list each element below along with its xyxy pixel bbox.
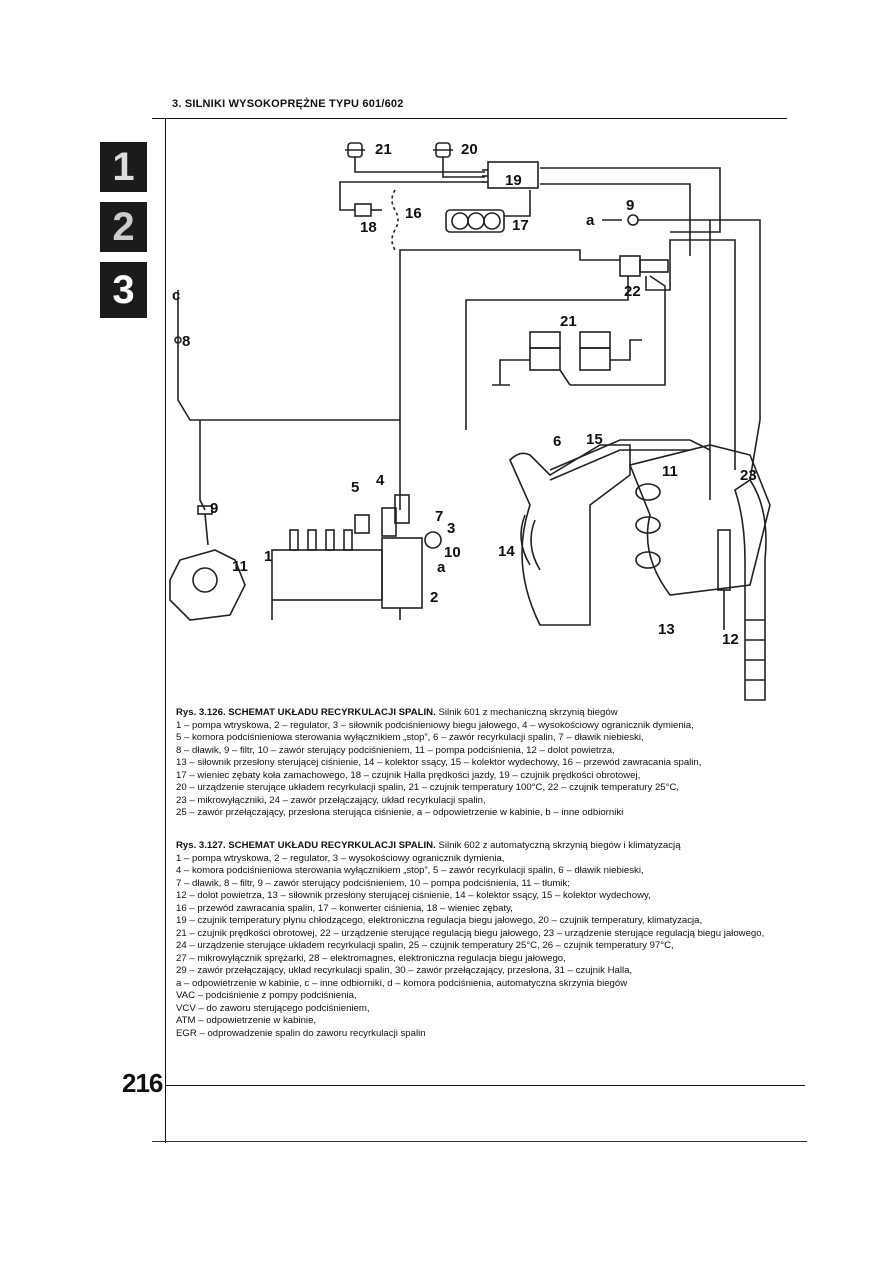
caption-line: 17 – wieniec zębaty koła zamachowego, 18… xyxy=(176,769,641,781)
page-header: 3. SILNIKI WYSOKOPRĘŻNE TYPU 601/602 xyxy=(172,98,404,110)
diagram-label: 10 xyxy=(444,544,461,561)
diagram-label: 15 xyxy=(586,431,603,448)
exhaust-manifold-15 xyxy=(509,444,631,626)
actuator-13 xyxy=(717,529,731,591)
diagram-label: c xyxy=(172,287,180,304)
footer-rule xyxy=(165,1085,805,1086)
caption-line: ATM – odpowietrzenie w kabinie, xyxy=(176,1015,317,1026)
diagram-label: 23 xyxy=(740,467,757,484)
diagram-label: 11 xyxy=(232,558,248,575)
caption-line: 1 – pompa wtryskowa, 2 – regulator, 3 – … xyxy=(176,852,505,864)
diagram-label: 1 xyxy=(264,548,272,565)
injection-pump-1 xyxy=(271,549,383,601)
diagram-label: 16 xyxy=(405,205,422,222)
diagram-label: 2 xyxy=(430,589,438,606)
page-number: 216 xyxy=(122,1068,163,1098)
switch-valve-24 xyxy=(619,255,641,277)
caption-line: 21 – czujnik prędkości obrotowej, 22 – u… xyxy=(176,927,765,939)
regulator-2 xyxy=(381,537,423,609)
figure-caption-3-127: Rys. 3.127. SCHEMAT UKŁADU RECYRKULACJI … xyxy=(176,840,764,1040)
diagram-label: a xyxy=(586,212,595,229)
diagram-label: 9 xyxy=(626,197,634,214)
diagram-label: 21 xyxy=(560,313,577,330)
caption-subtitle: Silnik 601 z mechaniczną skrzynią biegów xyxy=(435,707,618,718)
chapter-tab-2: 2 xyxy=(100,202,147,252)
caption-line: a – odpowietrzenie w kabinie, c – inne o… xyxy=(176,977,628,989)
diagram-label: 7 xyxy=(435,508,443,525)
caption-line: 8 – dławik, 9 – filtr, 10 – zawór steruj… xyxy=(176,744,615,756)
diagram-label: 18 xyxy=(360,219,377,236)
caption-line: 13 – siłownik przesłony sterującej ciśni… xyxy=(176,757,702,768)
vacuum-pump-11 xyxy=(169,549,246,621)
diagram-label: 17 xyxy=(512,217,529,234)
caption-line: VCV – do zaworu sterującego podciśnienie… xyxy=(176,1002,370,1014)
sensor-22-icon xyxy=(345,142,365,166)
caption-line: 19 – czujnik temperatury płynu chłodzące… xyxy=(176,915,703,926)
chapter-tab-3: 3 xyxy=(100,262,147,318)
diagram-label: 20 xyxy=(461,141,478,158)
speed-sensor-19 xyxy=(354,203,372,217)
diagram-label: a xyxy=(437,559,446,576)
caption-line: 29 – zawór przełączający, układ recyrkul… xyxy=(176,965,633,976)
caption-line: EGR – odprowadzenie spalin do zaworu rec… xyxy=(176,1027,426,1039)
diagram-label: 19 xyxy=(505,172,522,189)
diagram-label: 21 xyxy=(375,141,392,158)
control-unit-20 xyxy=(487,161,539,189)
caption-line: 24 – urządzenie sterujące układem recyrk… xyxy=(176,940,674,951)
caption-subtitle: Silnik 602 z automatyczną skrzynią biegó… xyxy=(435,840,681,851)
intake-manifold-14 xyxy=(628,444,771,596)
diagram-label: 9 xyxy=(210,500,218,517)
diagram-label: 12 xyxy=(722,631,739,648)
diagram-label: 13 xyxy=(658,621,675,638)
diagram-label: 22 xyxy=(624,283,641,300)
diagram-label: 5 xyxy=(351,479,359,496)
caption-line: 12 – dolot powietrza, 13 – siłownik prze… xyxy=(176,890,651,901)
caption-line: 4 – komora podciśnieniowa sterowania wył… xyxy=(176,865,644,876)
caption-line: 23 – mikrowyłączniki, 24 – zawór przełąc… xyxy=(176,794,486,806)
caption-title: Rys. 3.126. SCHEMAT UKŁADU RECYRKULACJI … xyxy=(176,707,436,718)
caption-line: 20 – urządzenie sterujące układem recyrk… xyxy=(176,782,680,793)
figure-caption-3-126: Rys. 3.126. SCHEMAT UKŁADU RECYRKULACJI … xyxy=(176,707,701,820)
caption-line: 7 – dławik, 8 – filtr, 9 – zawór sterują… xyxy=(176,877,570,889)
page-bottom-rule xyxy=(152,1141,807,1142)
caption-line: 16 – przewód zawracania spalin, 17 – kon… xyxy=(176,902,513,914)
margin-rule xyxy=(165,118,166,1143)
caption-title: Rys. 3.127. SCHEMAT UKŁADU RECYRKULACJI … xyxy=(176,840,436,851)
sensor-21-icon xyxy=(433,142,453,166)
chapter-tab-1: 1 xyxy=(100,142,147,192)
diagram-label: 3 xyxy=(447,520,455,537)
caption-line: 25 – zawór przełączający, przesłona ster… xyxy=(176,807,624,818)
diagram-label: 14 xyxy=(498,543,515,560)
caption-line: 27 – mikrowyłącznik sprężarki, 28 – elek… xyxy=(176,952,566,964)
header-rule xyxy=(152,118,787,119)
diagram-label: 8 xyxy=(182,333,190,350)
egr-schematic-diagram: 21 20 19 16 18 17 a 9 22 21 c 8 6 15 11 … xyxy=(169,141,771,701)
caption-line: 5 – komora podciśnieniowa sterowania wył… xyxy=(176,732,644,743)
caption-line: 1 – pompa wtryskowa, 2 – regulator, 3 – … xyxy=(176,719,694,731)
diagram-label: 11 xyxy=(662,463,678,480)
diagram-label: 4 xyxy=(376,472,385,489)
speedometer-18 xyxy=(445,209,505,233)
diagram-label: 6 xyxy=(553,433,561,450)
caption-line: VAC – podciśnienie z pompy podciśnienia, xyxy=(176,990,357,1001)
